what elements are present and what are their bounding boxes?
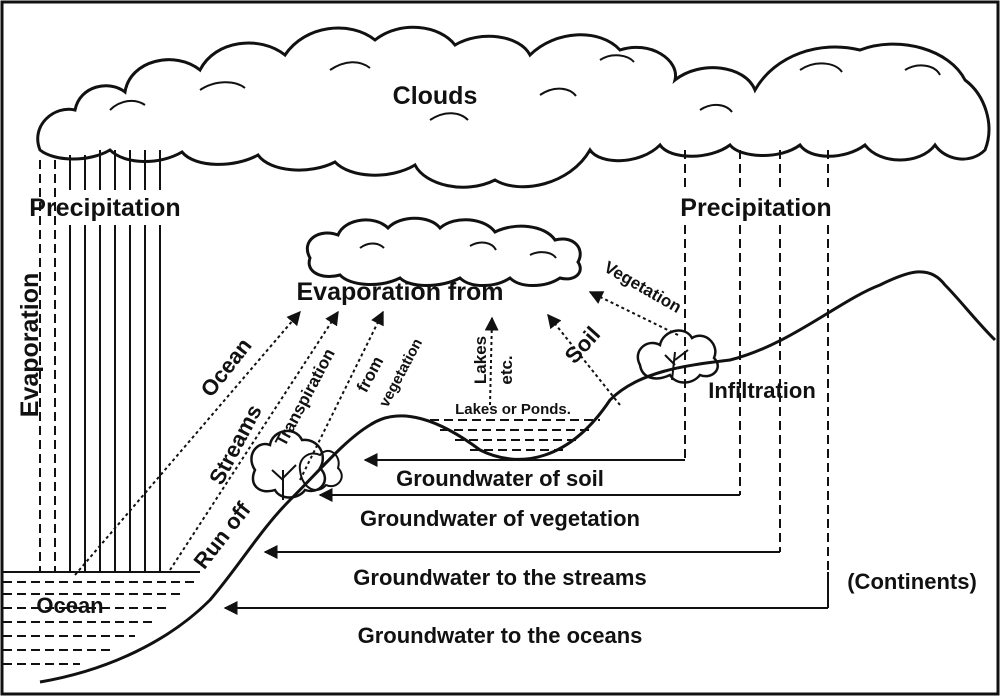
- clouds-label: Clouds: [393, 82, 478, 110]
- groundwater-oceans-label: Groundwater to the oceans: [358, 623, 643, 648]
- precipitation-left-label: Precipitation: [29, 194, 180, 222]
- run-off-label: Run off: [189, 497, 257, 574]
- groundwater-vegetation-label: Groundwater of vegetation: [360, 506, 640, 531]
- evaporation-label: Evaporation: [16, 273, 44, 417]
- groundwater-streams-label: Groundwater to the streams: [353, 565, 646, 590]
- groundwater-arrows: [223, 453, 828, 615]
- ocean-label: Ocean: [36, 593, 103, 618]
- upper-clouds-shape: [36, 25, 991, 189]
- middle-cloud-shape: [306, 216, 582, 287]
- lake-water: [430, 419, 600, 451]
- ocean-arrow-label: Ocean: [196, 333, 257, 401]
- infiltration-label: Infiltration: [708, 378, 816, 403]
- lakes-label: Lakes: [471, 336, 490, 384]
- etc-label: etc.: [497, 355, 516, 384]
- vegetation-icon: [636, 329, 719, 384]
- soil-label: Soil: [560, 322, 606, 369]
- infiltration-lines: [684, 150, 829, 608]
- continents-label: (Continents): [847, 569, 977, 594]
- from-vegetation-label-2: vegetation: [376, 336, 426, 410]
- precipitation-right-label: Precipitation: [680, 194, 831, 222]
- evaporation-from-label: Evaporation from: [297, 278, 504, 306]
- vegetation-label: Vegetation: [601, 258, 685, 317]
- precipitation-lines-left: [39, 150, 161, 572]
- tree-icon: [250, 429, 343, 500]
- ocean-water: [3, 571, 200, 665]
- evaporation-arrows: [74, 291, 679, 576]
- groundwater-soil-label: Groundwater of soil: [396, 466, 604, 491]
- lakes-or-ponds-label: Lakes or Ponds.: [455, 401, 571, 418]
